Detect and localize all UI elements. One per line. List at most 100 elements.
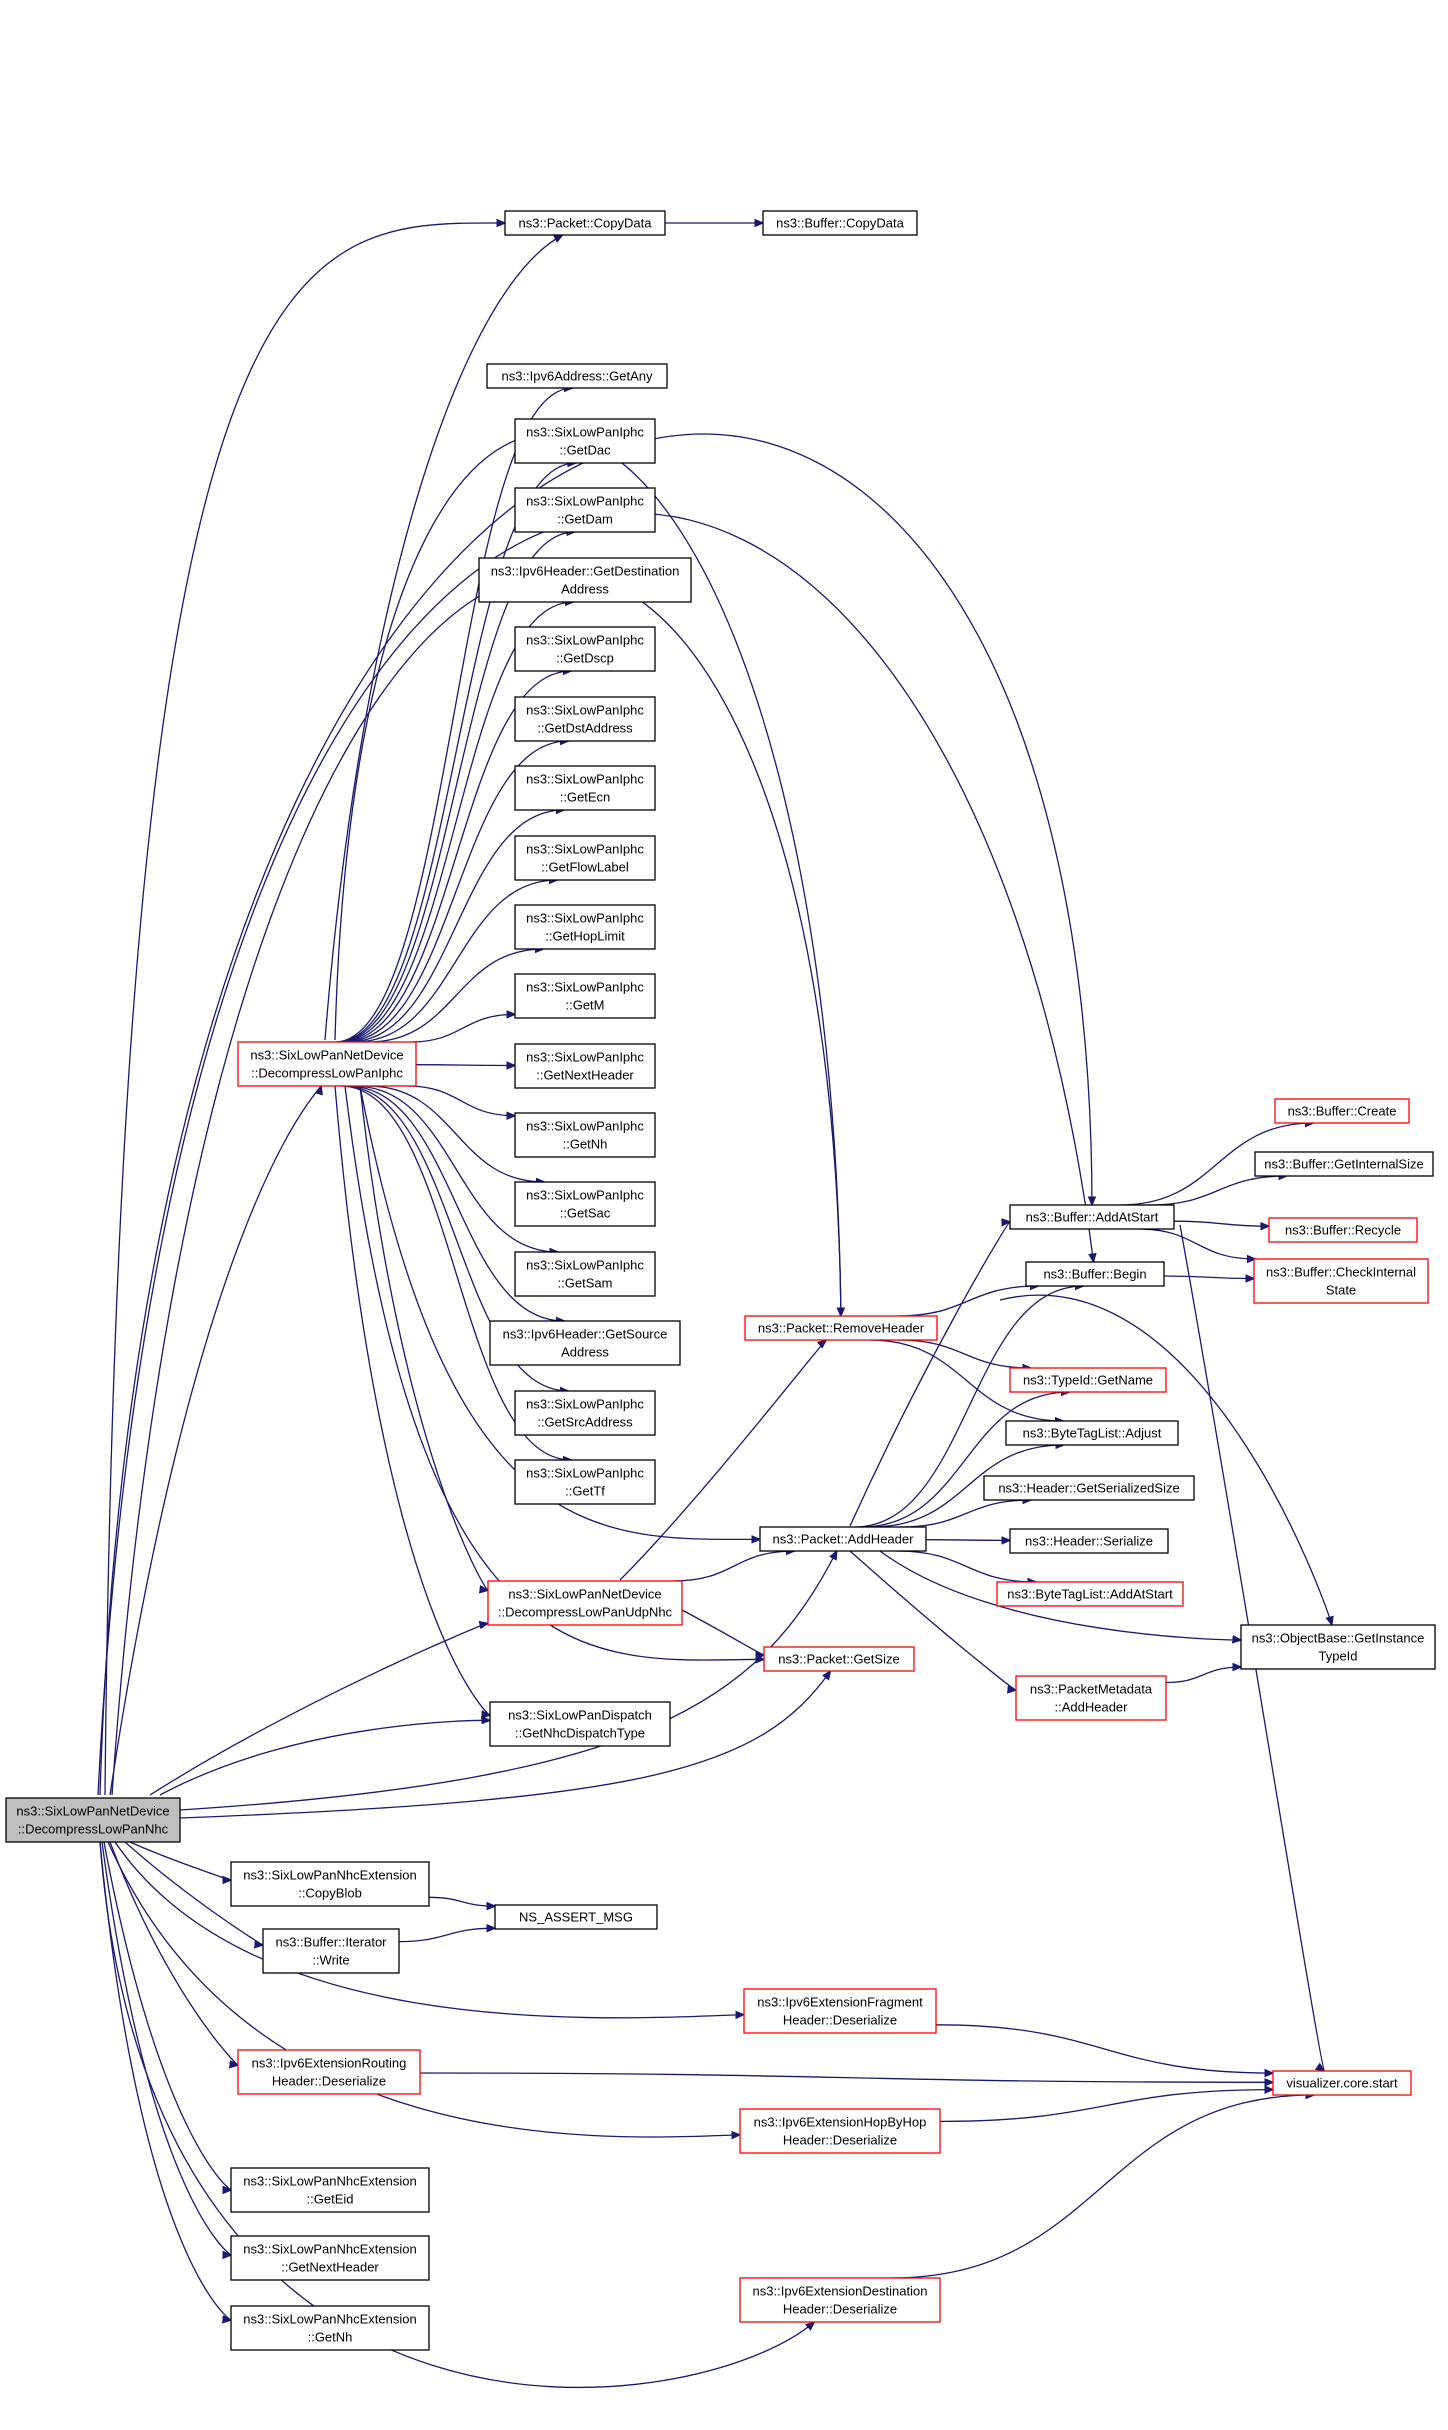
edge-root-to-routing_deser (109, 1841, 238, 2065)
edge-addheader-to-btl_adjust (871, 1445, 1064, 1528)
node-box (1009, 1367, 1167, 1393)
node-box (514, 1459, 656, 1505)
node-box (739, 2108, 941, 2154)
node-box (1274, 1098, 1410, 1124)
node-getecn[interactable]: ns3::SixLowPanIphc::GetEcn (514, 765, 656, 811)
node-ns_assert[interactable]: NS_ASSERT_MSG (494, 1904, 658, 1930)
node-label: Header::Deserialize (272, 2074, 386, 2089)
node-getsrcaddress[interactable]: ns3::SixLowPanIphc::GetSrcAddress (514, 1390, 656, 1436)
node-getsam[interactable]: ns3::SixLowPanIphc::GetSam (514, 1251, 656, 1297)
edge-root-to-iter_write (124, 1841, 263, 1945)
node-frag_deser[interactable]: ns3::Ipv6ExtensionFragmentHeader::Deseri… (743, 1988, 937, 2034)
edge-root-to-nhc_getnh (99, 1841, 231, 2320)
node-vis_start[interactable]: visualizer.core.start (1272, 2070, 1412, 2096)
node-box (1009, 1204, 1175, 1230)
edge-decompiphc-to-gettf (340, 1085, 572, 1460)
node-routing_deser[interactable]: ns3::Ipv6ExtensionRoutingHeader::Deseria… (237, 2049, 421, 2095)
node-copydata[interactable]: ns3::Packet::CopyData (504, 210, 666, 236)
node-label: ns3::SixLowPanIphc (526, 772, 644, 787)
node-box (743, 1988, 937, 2034)
node-label: ns3::SixLowPanNhcExtension (243, 1868, 416, 1883)
node-box (514, 1043, 656, 1089)
node-hdr_serialize[interactable]: ns3::Header::Serialize (1009, 1528, 1169, 1554)
node-label: ns3::Packet::RemoveHeader (758, 1321, 925, 1336)
edge-decompiphc-to-getdscp (340, 671, 572, 1043)
node-label: ns3::SixLowPanNhcExtension (243, 2174, 416, 2189)
node-pm_addheader[interactable]: ns3::PacketMetadata::AddHeader (1015, 1675, 1167, 1721)
node-getsize[interactable]: ns3::Packet::GetSize (763, 1646, 915, 1672)
edge-buf_addatstart-to-buf_recycle (1173, 1220, 1269, 1226)
node-label: ::GetDam (557, 512, 613, 527)
edge-addheader-to-hdr_serialize (925, 1540, 1010, 1541)
node-removeheader[interactable]: ns3::Packet::RemoveHeader (744, 1315, 938, 1341)
node-hdr_getsize[interactable]: ns3::Header::GetSerializedSize (983, 1475, 1195, 1501)
node-label: ns3::Buffer::CheckInternal (1266, 1265, 1416, 1280)
node-getnextheader[interactable]: ns3::SixLowPanIphc::GetNextHeader (514, 1043, 656, 1089)
node-getsac[interactable]: ns3::SixLowPanIphc::GetSac (514, 1181, 656, 1227)
edge-frag_deser-to-vis_start (935, 2024, 1273, 2073)
node-nhc_copyblob[interactable]: ns3::SixLowPanNhcExtension::CopyBlob (230, 1861, 430, 1907)
node-getdscp[interactable]: ns3::SixLowPanIphc::GetDscp (514, 626, 656, 672)
node-dest_deser[interactable]: ns3::Ipv6ExtensionDestinationHeader::Des… (739, 2277, 941, 2323)
node-root[interactable]: ns3::SixLowPanNetDevice::DecompressLowPa… (5, 1797, 181, 1843)
node-box (1272, 2070, 1412, 2096)
node-label: ns3::Ipv6Address::GetAny (501, 369, 653, 384)
node-box (996, 1581, 1184, 1607)
node-iter_write[interactable]: ns3::Buffer::Iterator::Write (262, 1928, 400, 1974)
node-box (739, 2277, 941, 2323)
edge-root-to-frag_deser (114, 1841, 744, 2018)
node-label: ::GetDac (559, 443, 611, 458)
edge-buf_begin-to-buf_checkinternal (1163, 1276, 1254, 1279)
node-buf_getinternalsize[interactable]: ns3::Buffer::GetInternalSize (1254, 1151, 1434, 1177)
node-label: ns3::SixLowPanIphc (526, 1050, 644, 1065)
node-label: NS_ASSERT_MSG (519, 1910, 633, 1925)
node-nhc_getnh[interactable]: ns3::SixLowPanNhcExtension::GetNh (230, 2305, 430, 2351)
node-typeid_getname[interactable]: ns3::TypeId::GetName (1009, 1367, 1167, 1393)
edge-root-to-hbh_deser (107, 1841, 740, 2137)
node-box (983, 1475, 1195, 1501)
node-getflowlabel[interactable]: ns3::SixLowPanIphc::GetFlowLabel (514, 835, 656, 881)
node-label: ns3::Header::Serialize (1025, 1534, 1153, 1549)
edge-decompiphc-to-getsize (344, 1085, 764, 1660)
node-buf_begin[interactable]: ns3::Buffer::Begin (1025, 1261, 1165, 1287)
node-label: ns3::SixLowPanIphc (526, 425, 644, 440)
node-getnh[interactable]: ns3::SixLowPanIphc::GetNh (514, 1112, 656, 1158)
node-buf_addatstart[interactable]: ns3::Buffer::AddAtStart (1009, 1204, 1175, 1230)
node-getm[interactable]: ns3::SixLowPanIphc::GetM (514, 973, 656, 1019)
node-decompiphc[interactable]: ns3::SixLowPanNetDevice::DecompressLowPa… (237, 1041, 417, 1087)
edge-decompiphc-to-copydata (324, 235, 563, 1041)
node-buf_copydata[interactable]: ns3::Buffer::CopyData (762, 210, 918, 236)
node-buf_recycle[interactable]: ns3::Buffer::Recycle (1268, 1217, 1418, 1243)
node-gettf[interactable]: ns3::SixLowPanIphc::GetTf (514, 1459, 656, 1505)
node-getany[interactable]: ns3::Ipv6Address::GetAny (486, 363, 668, 389)
node-addheader[interactable]: ns3::Packet::AddHeader (759, 1526, 927, 1552)
node-getdam[interactable]: ns3::SixLowPanIphc::GetDam (514, 487, 656, 533)
edge-nhc_copyblob-to-ns_assert (428, 1896, 495, 1906)
node-buf_create[interactable]: ns3::Buffer::Create (1274, 1098, 1410, 1124)
node-label: ::GetNextHeader (281, 2260, 379, 2275)
node-nhc_geteid[interactable]: ns3::SixLowPanNhcExtension::GetEid (230, 2167, 430, 2213)
node-box (5, 1797, 181, 1843)
node-btl_addatstart[interactable]: ns3::ByteTagList::AddAtStart (996, 1581, 1184, 1607)
node-decompudp[interactable]: ns3::SixLowPanNetDevice::DecompressLowPa… (487, 1580, 683, 1626)
edge-addheader-to-getinstancetypeid (879, 1550, 1241, 1640)
edge-dest_deser-to-vis_start (890, 2095, 1314, 2279)
node-getdstaddress[interactable]: ns3::SixLowPanIphc::GetDstAddress (514, 696, 656, 742)
node-label: ::DecompressLowPanUdpNhc (498, 1605, 673, 1620)
edge-root-to-getnhcdispatch (159, 1720, 490, 1796)
node-label: ns3::Buffer::Create (1288, 1104, 1397, 1119)
node-nhc_getnextheader[interactable]: ns3::SixLowPanNhcExtension::GetNextHeade… (230, 2235, 430, 2281)
node-label: ns3::Ipv6Header::GetDestination (491, 564, 680, 579)
node-box (514, 765, 656, 811)
edge-root-to-nhc_geteid (103, 1841, 231, 2190)
node-getdac[interactable]: ns3::SixLowPanIphc::GetDac (514, 418, 656, 464)
node-hbh_deser[interactable]: ns3::Ipv6ExtensionHopByHopHeader::Deseri… (739, 2108, 941, 2154)
node-btl_adjust[interactable]: ns3::ByteTagList::Adjust (1005, 1420, 1179, 1446)
node-getnhcdispatch[interactable]: ns3::SixLowPanDispatch::GetNhcDispatchTy… (489, 1701, 671, 1747)
node-box (1005, 1420, 1179, 1446)
node-gethoplimit[interactable]: ns3::SixLowPanIphc::GetHopLimit (514, 904, 656, 950)
